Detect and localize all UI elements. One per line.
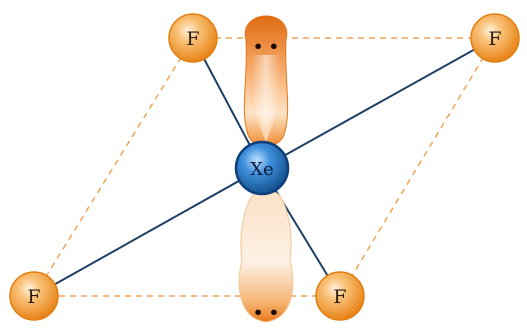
xenon-atom: Xe — [234, 140, 290, 196]
fluorine-label: F — [27, 286, 40, 308]
lone-pair-orbital-bottom — [238, 189, 294, 323]
fluorine-atom-bottom-right: F — [315, 271, 365, 321]
fluorine-label: F — [488, 28, 501, 50]
molecular-plane-outline — [33, 37, 496, 297]
bond-xe-f-bottom-left — [33, 167, 263, 297]
fluorine-atom-top-right: F — [470, 13, 520, 63]
lone-pair-electrons-top: • • — [253, 37, 279, 56]
xenon-label: Xe — [250, 159, 273, 180]
fluorine-atom-bottom-left: F — [9, 271, 59, 321]
plane-edge-left — [33, 37, 194, 297]
bond-xe-f-top-right — [261, 37, 496, 169]
fluorine-label: F — [333, 286, 346, 308]
plane-edge-right — [339, 37, 496, 297]
lone-pair-orbital-top — [243, 15, 289, 147]
lone-pair-electrons-bottom: • • — [253, 303, 279, 322]
fluorine-atom-top-left: F — [168, 13, 218, 63]
fluorine-label: F — [186, 28, 199, 50]
